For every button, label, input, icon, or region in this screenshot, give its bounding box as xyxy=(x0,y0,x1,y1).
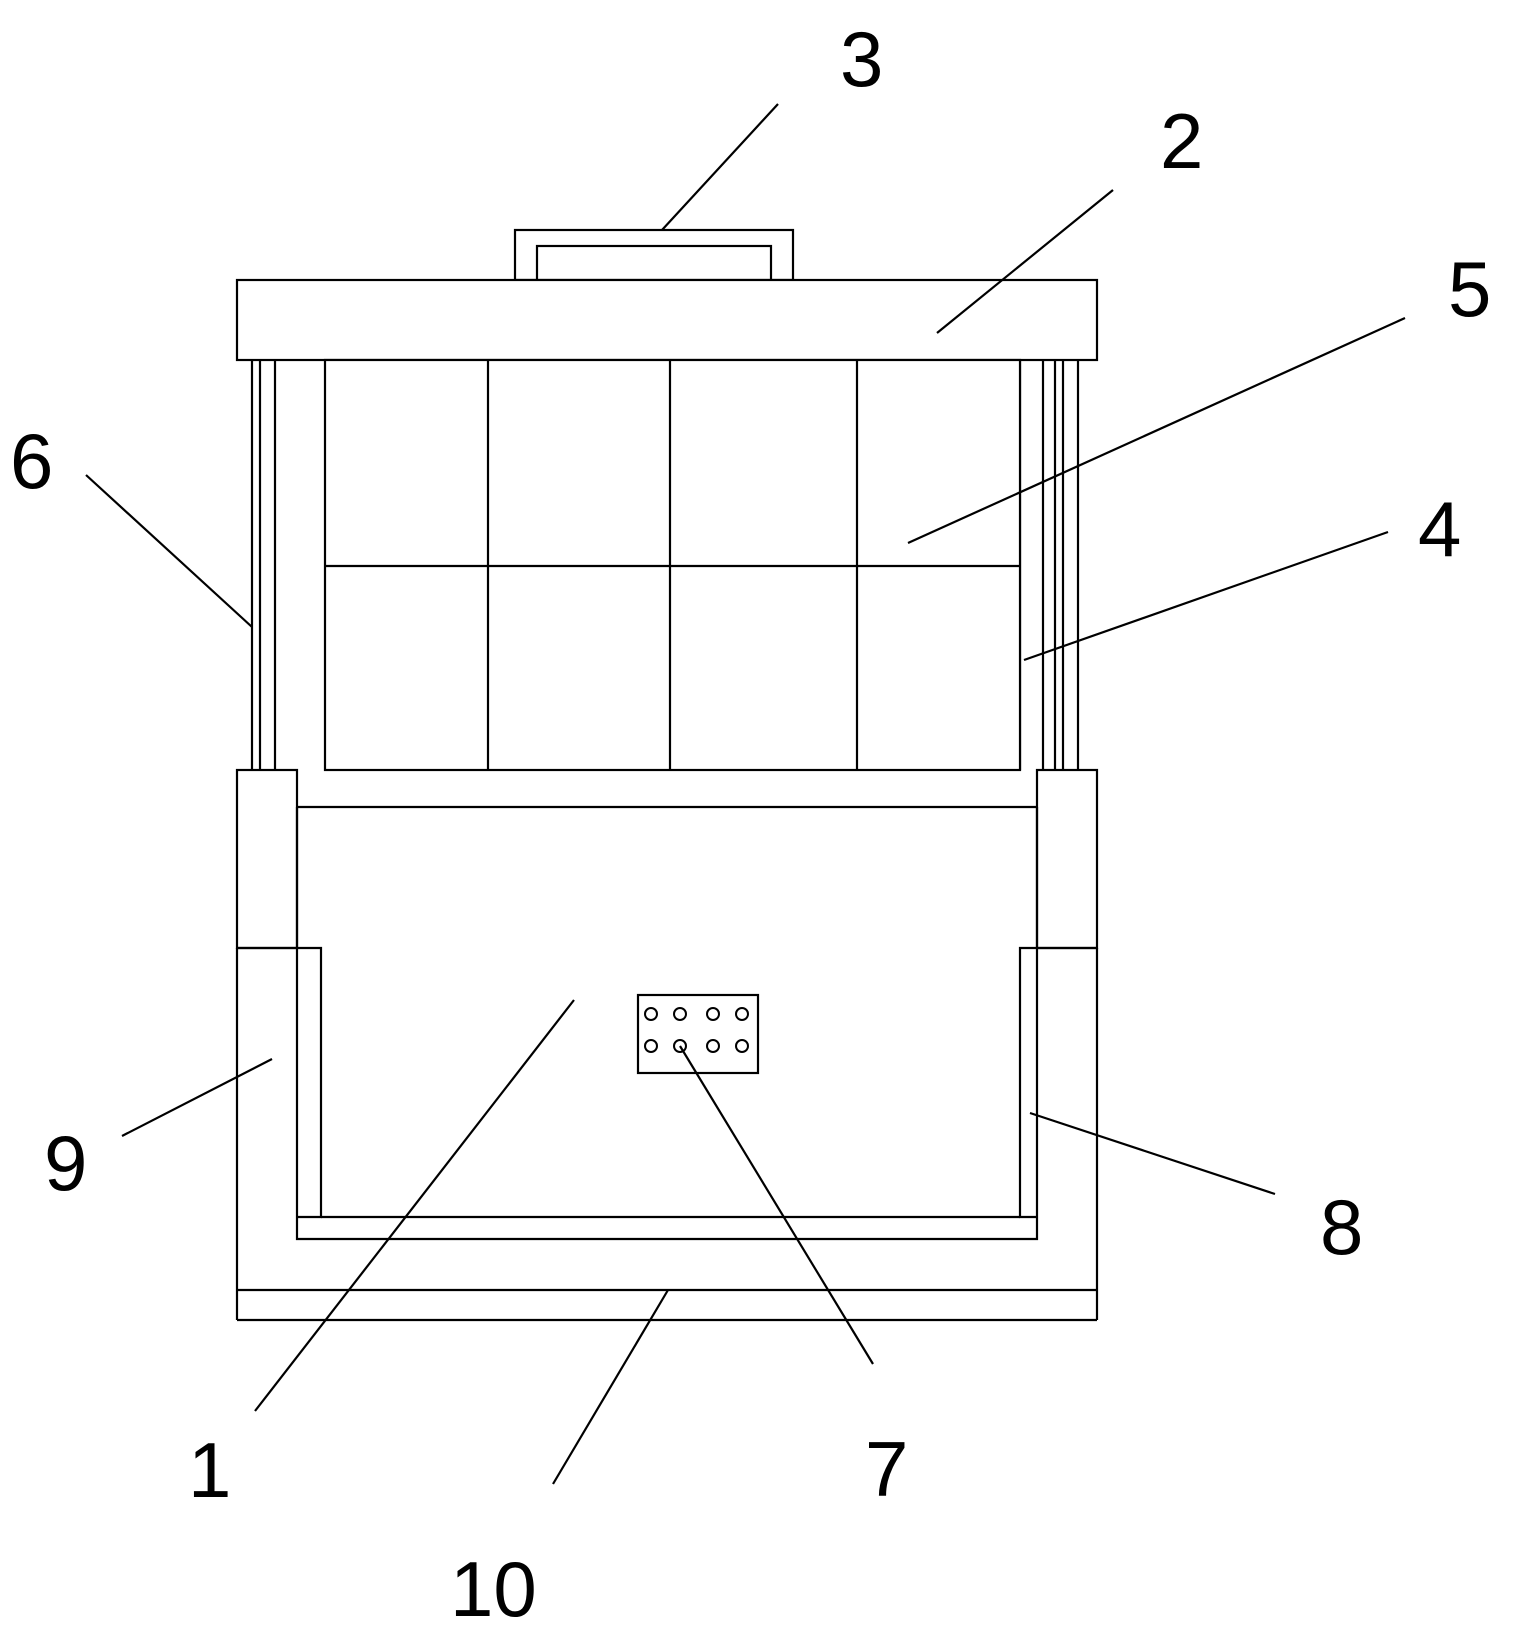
callout-2: 2 xyxy=(1160,97,1203,185)
leader-6 xyxy=(85,474,253,628)
inner-frame xyxy=(1018,360,1045,770)
inner-basin xyxy=(295,807,1039,1241)
callout-3: 3 xyxy=(840,15,883,103)
leader-3 xyxy=(661,103,779,231)
left-guide-rods xyxy=(250,360,277,770)
callout-10: 10 xyxy=(450,1545,537,1626)
compartment-grid xyxy=(323,358,1022,772)
leader-5 xyxy=(907,316,1406,545)
right-guide-rods xyxy=(1053,360,1080,770)
callout-7: 7 xyxy=(865,1425,908,1513)
leader-10 xyxy=(552,1289,669,1485)
right-clamp xyxy=(1018,946,1097,1219)
callout-8: 8 xyxy=(1320,1183,1363,1271)
callout-6: 6 xyxy=(10,417,53,505)
leader-4 xyxy=(1023,530,1389,662)
callout-labels: 3 2 5 4 6 9 8 1 7 10 xyxy=(10,15,1491,1626)
leader-9 xyxy=(121,1058,273,1137)
leader-8 xyxy=(1029,1111,1276,1196)
leader-lines xyxy=(85,103,1406,1485)
base-plate xyxy=(237,1288,1097,1322)
leader-1 xyxy=(254,999,575,1412)
callout-1: 1 xyxy=(188,1426,231,1514)
top-lid xyxy=(235,278,1099,362)
left-clamp xyxy=(237,946,323,1219)
handle xyxy=(513,228,795,282)
callout-5: 5 xyxy=(1448,245,1491,333)
leader-2 xyxy=(936,189,1114,334)
leader-7 xyxy=(679,1045,874,1365)
vent-plate xyxy=(636,993,760,1075)
callout-4: 4 xyxy=(1418,485,1461,573)
callout-9: 9 xyxy=(44,1119,87,1207)
